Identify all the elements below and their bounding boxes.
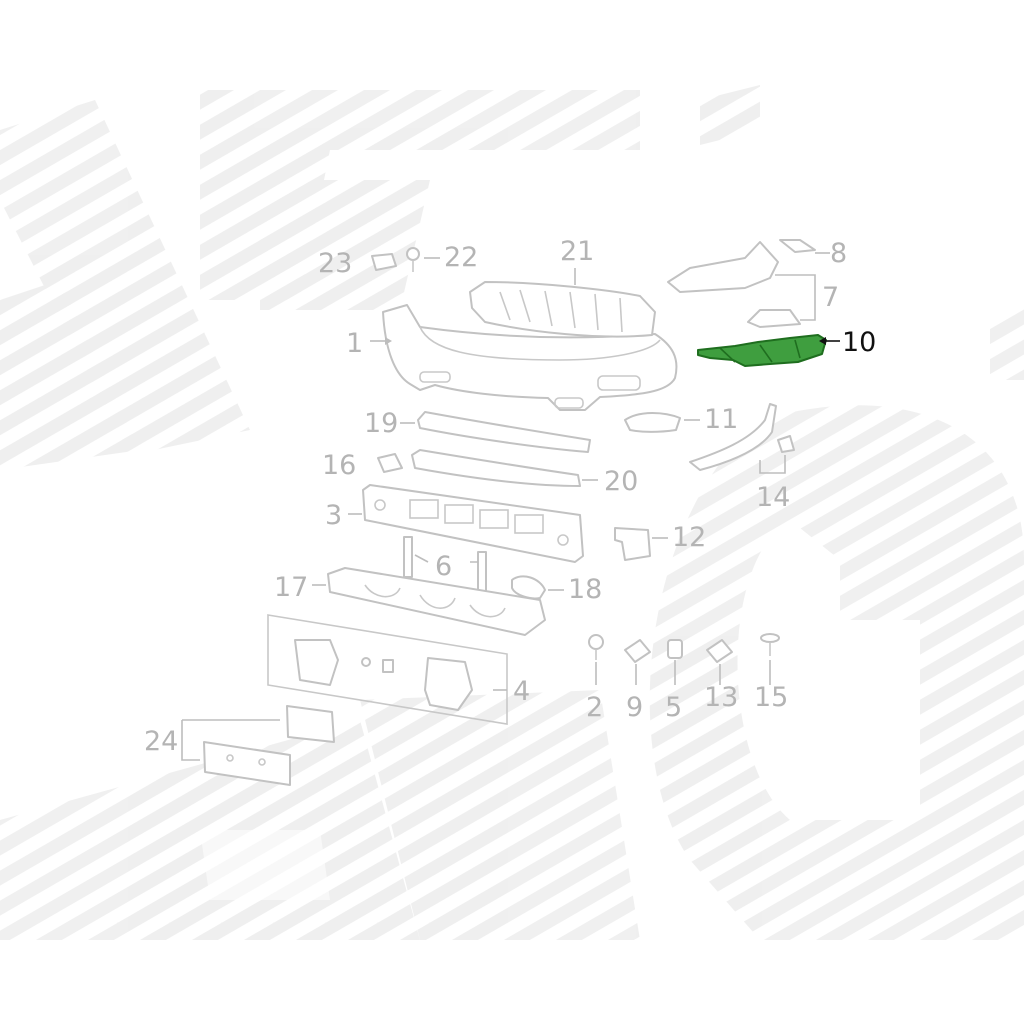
leader-6 bbox=[414, 554, 478, 563]
leader-7 bbox=[775, 274, 816, 321]
callout-23: 23 bbox=[318, 248, 352, 279]
part-19-lower-grille bbox=[417, 411, 591, 453]
part-23-bracket bbox=[371, 253, 397, 271]
callout-13: 13 bbox=[704, 682, 738, 713]
fastener-leaders bbox=[595, 660, 771, 685]
part-10-bracket-highlight bbox=[697, 334, 827, 367]
arrow-10 bbox=[819, 337, 826, 345]
arrow-1 bbox=[385, 337, 392, 345]
part-14-extension bbox=[689, 403, 795, 471]
fastener-2 bbox=[588, 634, 604, 660]
callout-22: 22 bbox=[444, 242, 478, 273]
part-21-grille bbox=[469, 281, 656, 338]
callout-19: 19 bbox=[364, 408, 398, 439]
callout-24: 24 bbox=[144, 726, 178, 757]
leader-24 bbox=[181, 719, 280, 761]
callout-3: 3 bbox=[325, 500, 342, 531]
fastener-5 bbox=[667, 639, 683, 659]
leader-14 bbox=[759, 455, 786, 474]
callout-9: 9 bbox=[626, 692, 643, 723]
part-17-lower-support bbox=[327, 567, 546, 636]
part-3-reinforcement bbox=[362, 484, 584, 563]
fastener-9 bbox=[624, 639, 651, 663]
part-22-screw bbox=[406, 247, 420, 272]
part-18-bezel bbox=[511, 575, 546, 600]
fastener-13 bbox=[706, 639, 733, 663]
callout-1: 1 bbox=[346, 328, 363, 359]
part-20-air-deflector bbox=[411, 449, 581, 487]
callout-4: 4 bbox=[513, 676, 530, 707]
callout-8: 8 bbox=[830, 238, 847, 269]
callout-10: 10 bbox=[842, 327, 876, 358]
part-8-molding bbox=[779, 239, 816, 253]
part-11-bezel bbox=[624, 412, 681, 433]
watermark-logo bbox=[0, 85, 1024, 940]
part-4-bracket-kit bbox=[267, 614, 508, 725]
callout-15: 15 bbox=[754, 682, 788, 713]
callout-5: 5 bbox=[665, 692, 682, 723]
part-16-bracket bbox=[377, 453, 403, 473]
callout-21: 21 bbox=[560, 236, 594, 267]
callout-20: 20 bbox=[604, 466, 638, 497]
part-12-bracket bbox=[614, 527, 651, 561]
part-7-trim bbox=[667, 241, 801, 328]
callout-17: 17 bbox=[274, 572, 308, 603]
part-24-license-brackets bbox=[203, 705, 335, 786]
callout-2: 2 bbox=[586, 692, 603, 723]
part-1-front-bumper bbox=[382, 304, 678, 411]
part-6-brackets bbox=[403, 536, 487, 593]
fastener-15 bbox=[760, 633, 780, 656]
callout-7: 7 bbox=[822, 282, 839, 313]
callout-6: 6 bbox=[435, 551, 452, 582]
callout-16: 16 bbox=[322, 450, 356, 481]
callout-18: 18 bbox=[568, 574, 602, 605]
callout-11: 11 bbox=[704, 404, 738, 435]
callout-14: 14 bbox=[756, 482, 790, 513]
callout-labels: 1 2 3 4 5 6 7 8 9 10 11 12 13 14 15 16 1… bbox=[144, 236, 876, 757]
callout-12: 12 bbox=[672, 522, 706, 553]
